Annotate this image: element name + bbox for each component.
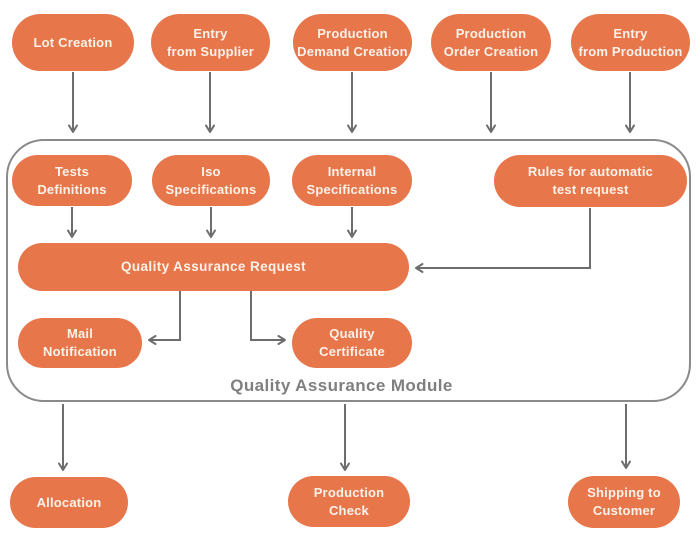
node-quality-assurance-request-label: Quality Assurance Request <box>120 258 307 274</box>
qa-module-label: Quality Assurance Module <box>230 376 453 395</box>
node-production-demand-creation-label: Production Demand Creation <box>297 25 408 59</box>
node-entry-from-supplier-label: Entry from Supplier <box>166 25 255 59</box>
node-entry-from-supplier: Entry from Supplier <box>151 14 270 71</box>
node-entry-from-production: Entry from Production <box>571 14 690 71</box>
node-production-check-label: Production Check <box>313 484 385 518</box>
node-rules-automatic-test-request: Rules for automatic test request <box>494 155 687 207</box>
node-quality-assurance-request: Quality Assurance Request <box>18 243 409 291</box>
qa-module-container: Quality Assurance Module <box>6 139 691 402</box>
node-mail-notification-label: Mail Notification <box>43 326 117 359</box>
node-mail-notification: Mail Notification <box>18 318 142 368</box>
node-production-demand-creation: Production Demand Creation <box>293 14 412 71</box>
node-allocation: Allocation <box>10 477 128 528</box>
node-production-order-creation-label: Production Order Creation <box>443 25 539 59</box>
node-lot-creation-label: Lot Creation <box>33 34 113 50</box>
node-shipping-to-customer-label: Shipping to Customer <box>587 485 661 518</box>
node-lot-creation: Lot Creation <box>12 14 134 71</box>
node-internal-specifications-label: Internal Specifications <box>306 163 398 197</box>
node-iso-specifications: Iso Specifications <box>152 155 270 206</box>
node-allocation-label: Allocation <box>36 494 102 510</box>
node-iso-specifications-label: Iso Specifications <box>165 163 257 197</box>
node-production-order-creation: Production Order Creation <box>431 14 551 71</box>
node-quality-certificate: Quality Certificate <box>292 318 412 368</box>
node-internal-specifications: Internal Specifications <box>292 155 412 206</box>
node-rules-automatic-test-request-label: Rules for automatic test request <box>527 164 654 197</box>
node-production-check: Production Check <box>288 476 410 527</box>
node-tests-definitions-label: Tests Definitions <box>37 163 107 197</box>
node-tests-definitions: Tests Definitions <box>12 155 132 206</box>
node-quality-certificate-label: Quality Certificate <box>319 326 385 359</box>
node-shipping-to-customer: Shipping to Customer <box>568 476 680 528</box>
node-entry-from-production-label: Entry from Production <box>578 25 683 59</box>
